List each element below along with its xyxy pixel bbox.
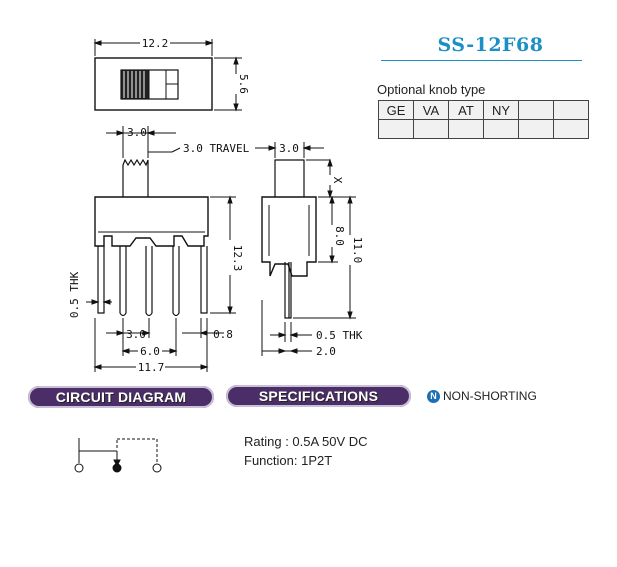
terminal-right xyxy=(152,463,162,473)
dim-overall-width: 11.7 xyxy=(138,361,165,374)
knob-type-cell: AT xyxy=(448,100,484,120)
knob-type-cell xyxy=(448,119,484,139)
non-shorting-label: NON-SHORTING xyxy=(443,389,537,403)
n-icon: N xyxy=(427,389,440,403)
dim-pin-pitch: 3.0 xyxy=(126,328,146,341)
circuit-diagram-label: CIRCUIT DIAGRAM xyxy=(55,389,187,405)
dim-travel: 3.0 TRAVEL xyxy=(183,142,250,155)
dim-side-actuator: 3.0 xyxy=(279,142,299,155)
top-view xyxy=(93,39,242,112)
non-shorting-badge: N NON-SHORTING xyxy=(427,389,537,403)
knob-type-cell: VA xyxy=(413,100,449,120)
table-row xyxy=(378,119,589,139)
knob-type-cell xyxy=(413,119,449,139)
dim-side-11: 11.0 xyxy=(351,237,364,264)
circuit-schematic xyxy=(74,438,162,473)
knob-type-cell xyxy=(553,119,589,139)
knob-type-cell: GE xyxy=(378,100,414,120)
circuit-diagram-header: CIRCUIT DIAGRAM xyxy=(28,386,214,408)
dim-top-height: 5.6 xyxy=(237,74,250,94)
spec-function: Function: 1P2T xyxy=(244,453,333,468)
spec-rating: Rating : 0.5A 50V DC xyxy=(244,434,368,449)
dim-side-thk: 0.5 THK xyxy=(316,329,363,342)
knob-type-cell xyxy=(483,119,519,139)
dim-actuator-width: 3.0 xyxy=(127,126,147,139)
dim-pin-span: 6.0 xyxy=(140,345,160,358)
dim-side-8: 8.0 xyxy=(333,226,346,246)
knob-type-cell: NY xyxy=(483,100,519,120)
dim-terminal-thk: 0.5 THK xyxy=(68,271,81,318)
knob-type-cell xyxy=(518,119,554,139)
front-view xyxy=(86,126,236,372)
dim-side-2: 2.0 xyxy=(316,345,336,358)
knob-type-title: Optional knob type xyxy=(377,82,486,97)
dim-top-width: 12.2 xyxy=(142,37,169,50)
table-row: GE VA AT NY xyxy=(378,100,589,120)
title-underline xyxy=(381,60,582,61)
specifications-label: SPECIFICATIONS xyxy=(258,388,379,404)
model-title: SS-12F68 xyxy=(437,34,544,56)
terminal-common xyxy=(112,463,122,473)
knob-type-cell xyxy=(553,100,589,120)
dim-body-height: 12.3 xyxy=(231,245,244,272)
dim-side-x: X xyxy=(331,177,344,184)
knob-type-table: GE VA AT NY xyxy=(378,100,589,139)
knob-type-cell xyxy=(518,100,554,120)
terminal-left xyxy=(74,463,84,473)
knob-type-cell xyxy=(378,119,414,139)
dim-edge: 0.8 xyxy=(213,328,233,341)
specifications-header: SPECIFICATIONS xyxy=(226,385,411,407)
side-view xyxy=(255,142,356,356)
